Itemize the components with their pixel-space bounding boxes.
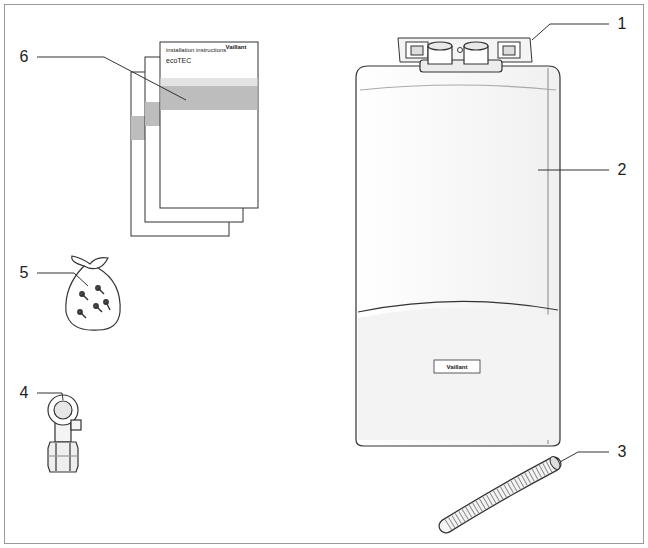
callout-number: 3 [616, 444, 629, 460]
callout-number: 6 [18, 49, 31, 65]
leader-lines [37, 24, 609, 462]
brand-logo: Vaillant [446, 364, 467, 370]
gas-valve [48, 395, 81, 472]
callout-number: 4 [18, 385, 31, 401]
callout-number: 1 [616, 16, 629, 32]
cover-text: ecoTEC [166, 57, 191, 64]
boiler [356, 42, 560, 446]
frame-border [5, 5, 644, 544]
manuals [131, 42, 258, 236]
callout-number: 2 [616, 162, 629, 178]
fixing-bag [66, 256, 120, 330]
brand-logo: Vaillant [225, 44, 246, 50]
drain-hose [446, 455, 562, 526]
cover-text: installation instructions [166, 47, 226, 53]
callout-number: 5 [18, 265, 31, 281]
